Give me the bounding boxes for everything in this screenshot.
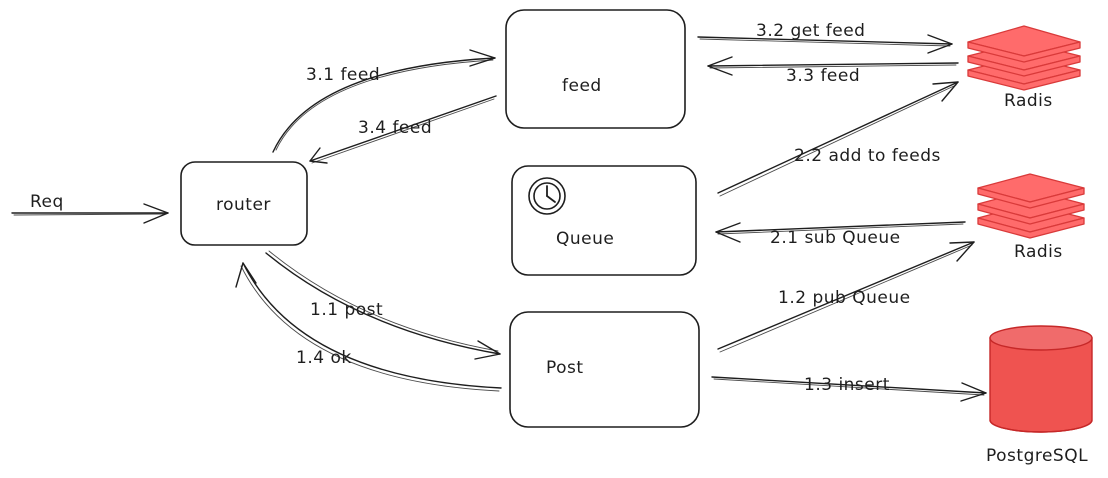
feed-label: feed — [562, 76, 602, 96]
redis-feed-label: Radis — [1004, 91, 1053, 111]
queue-label: Queue — [556, 229, 614, 249]
request-label: Req — [30, 192, 64, 212]
edge-feed-request: 3.1 feed — [272, 49, 496, 153]
edge-label-feed-response: 3.4 feed — [358, 118, 432, 138]
edge-ok: 1.4 ok — [235, 262, 502, 392]
edge-label-add-to-feeds: 2.2 add to feeds — [794, 146, 941, 166]
edge-label-sub-queue: 2.1 sub Queue — [770, 228, 901, 248]
edge-label-pub-queue: 1.2 pub Queue — [778, 288, 911, 308]
router-node: router — [180, 161, 308, 246]
postgres-label: PostgreSQL — [986, 446, 1088, 466]
redis-queue-node: Radis — [977, 173, 1085, 262]
request-arrow: Req — [11, 192, 169, 224]
edge-add-to-feeds: 2.2 add to feeds — [717, 81, 959, 197]
edge-feed-result: 3.3 feed — [707, 56, 959, 86]
layers-icon — [977, 173, 1085, 239]
feed-node: feed — [505, 9, 686, 129]
clock-icon — [528, 177, 566, 215]
edge-feed-response: 3.4 feed — [309, 95, 497, 164]
edge-label-feed-request: 3.1 feed — [306, 65, 380, 85]
edge-pub-queue: 1.2 pub Queue — [717, 241, 975, 353]
post-label: Post — [546, 358, 584, 378]
router-label: router — [216, 195, 271, 215]
redis-feed-node: Radis — [967, 25, 1081, 111]
edge-label-get-feed: 3.2 get feed — [756, 21, 865, 41]
queue-node: Queue — [511, 165, 697, 276]
edge-label-post: 1.1 post — [310, 300, 383, 320]
edge-label-ok: 1.4 ok — [296, 348, 352, 368]
postgres-node: PostgreSQL — [986, 325, 1093, 466]
edge-insert: 1.3 insert — [711, 375, 987, 402]
redis-queue-label: Radis — [1014, 242, 1063, 262]
edge-post: 1.1 post — [265, 250, 501, 360]
cylinder-icon — [989, 325, 1093, 433]
edge-label-feed-result: 3.3 feed — [786, 66, 860, 86]
edge-sub-queue: 2.1 sub Queue — [715, 221, 966, 248]
layers-icon — [967, 25, 1081, 91]
post-node: Post — [509, 311, 700, 428]
edge-label-insert: 1.3 insert — [804, 375, 890, 395]
edge-get-feed: 3.2 get feed — [697, 21, 953, 54]
